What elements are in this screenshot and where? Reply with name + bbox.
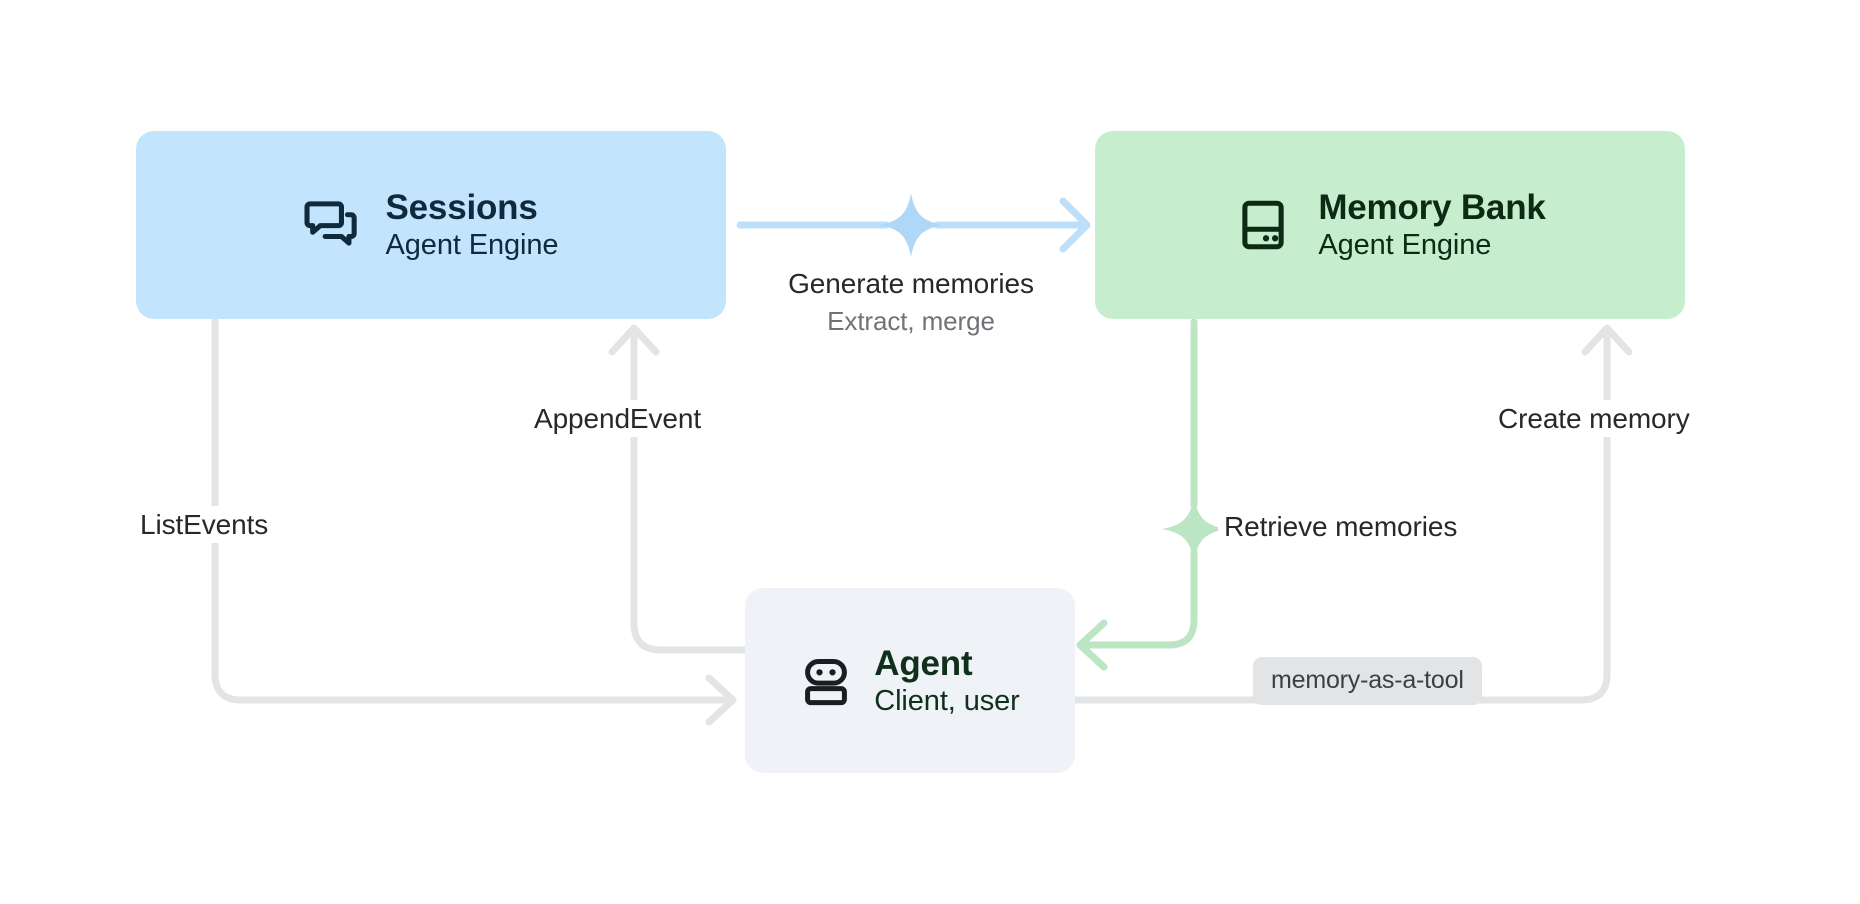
node-agent[interactable]: Agent Client, user [745,588,1075,773]
node-sessions-text: Sessions Agent Engine [386,189,559,261]
edge-retrieve-memories-path-lower [1078,548,1198,649]
node-memory-bank-subtitle: Agent Engine [1318,229,1492,262]
node-agent-text: Agent Client, user [874,643,1020,717]
node-sessions-subtitle: Agent Engine [385,229,559,262]
sparkle-icon-blue [879,193,943,257]
node-memory-bank-title: Memory Bank [1318,188,1546,228]
edge-label-generate-memories-main: Generate memories [788,268,1034,299]
node-sessions-title: Sessions [385,188,538,228]
edge-append-event-path [630,326,749,654]
edge-retrieve-memories-arrowhead [1076,619,1108,671]
edge-append-event-arrowhead [608,324,660,356]
edge-label-append-event: AppendEvent [528,400,708,438]
edge-label-generate-memories: Generate memories Extract, merge [760,265,1062,339]
node-memory-bank[interactable]: Memory Bank Agent Engine [1095,131,1685,319]
node-agent-title: Agent [874,643,973,683]
edge-create-memory-arrowhead [1581,324,1633,356]
node-agent-subtitle: Client, user [874,684,1020,717]
edge-list-events-arrowhead [705,674,737,726]
sparkle-icon-green [1162,497,1226,561]
robot-icon [800,655,852,707]
node-sessions[interactable]: Sessions Agent Engine [136,131,726,319]
tag-memory-as-a-tool: memory-as-a-tool [1253,657,1482,705]
node-memory-bank-text: Memory Bank Agent Engine [1318,188,1546,262]
edge-label-retrieve-memories: Retrieve memories [1218,508,1464,546]
edge-generate-memories-arrowhead [1059,197,1091,253]
edge-label-list-events: ListEvents [134,506,275,544]
storage-bank-icon [1234,196,1292,254]
edge-list-events-path [211,316,734,704]
chat-bubbles-icon [303,196,362,254]
edge-label-generate-memories-sub: Extract, merge [827,306,995,337]
edge-label-create-memory: Create memory [1492,400,1696,438]
